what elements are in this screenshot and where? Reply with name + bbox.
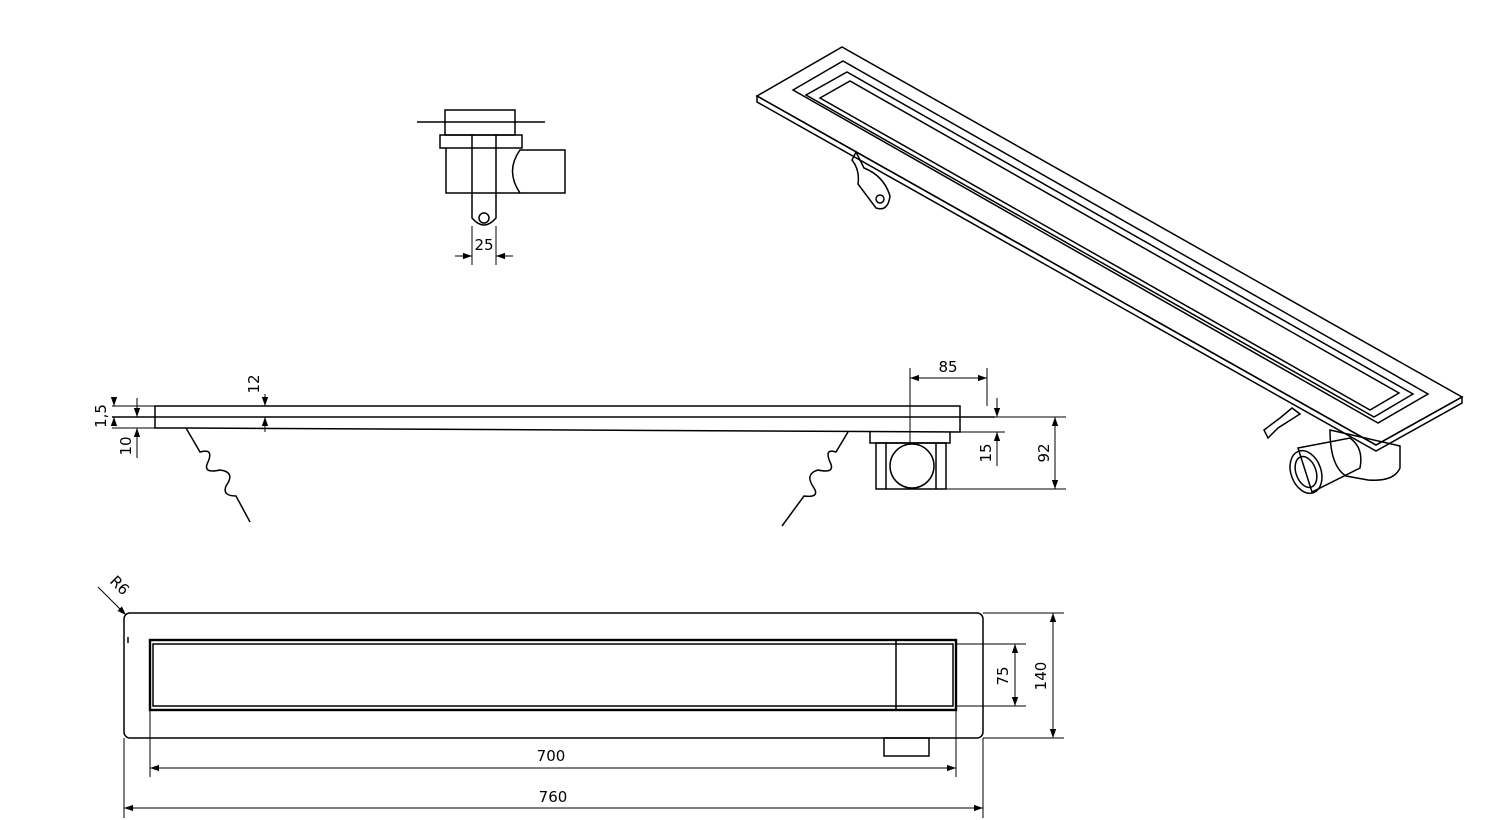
dim-corner-radius: R6 [106, 572, 133, 599]
dim-total-length: 760 [539, 788, 568, 806]
dim-outlet-width: 25 [474, 236, 493, 254]
iso-grate [818, 80, 1401, 411]
dim-grate-width: 75 [994, 666, 1012, 685]
dim-outlet-step: 15 [977, 443, 995, 462]
dim-grate-length: 700 [537, 747, 566, 765]
end-view: 25 [417, 109, 566, 265]
side-view: 1,5 10 12 85 15 92 [92, 358, 1066, 527]
iso-outlet [1329, 429, 1401, 481]
dim-channel-depth: 12 [245, 374, 263, 393]
dim-total-width: 140 [1032, 662, 1050, 691]
iso-channel [791, 60, 1430, 424]
dim-outlet-offset: 85 [938, 358, 957, 376]
iso-leg-front [1263, 407, 1302, 440]
iso-plate [755, 46, 1464, 446]
iso-leg-rear [851, 150, 891, 210]
dim-flange-height: 10 [117, 436, 135, 455]
plan-view: R6 75 140 700 760 [97, 572, 1064, 818]
isometric-view [755, 46, 1464, 495]
dim-total-height: 92 [1035, 443, 1053, 462]
dim-plate-thickness: 1,5 [92, 404, 110, 428]
